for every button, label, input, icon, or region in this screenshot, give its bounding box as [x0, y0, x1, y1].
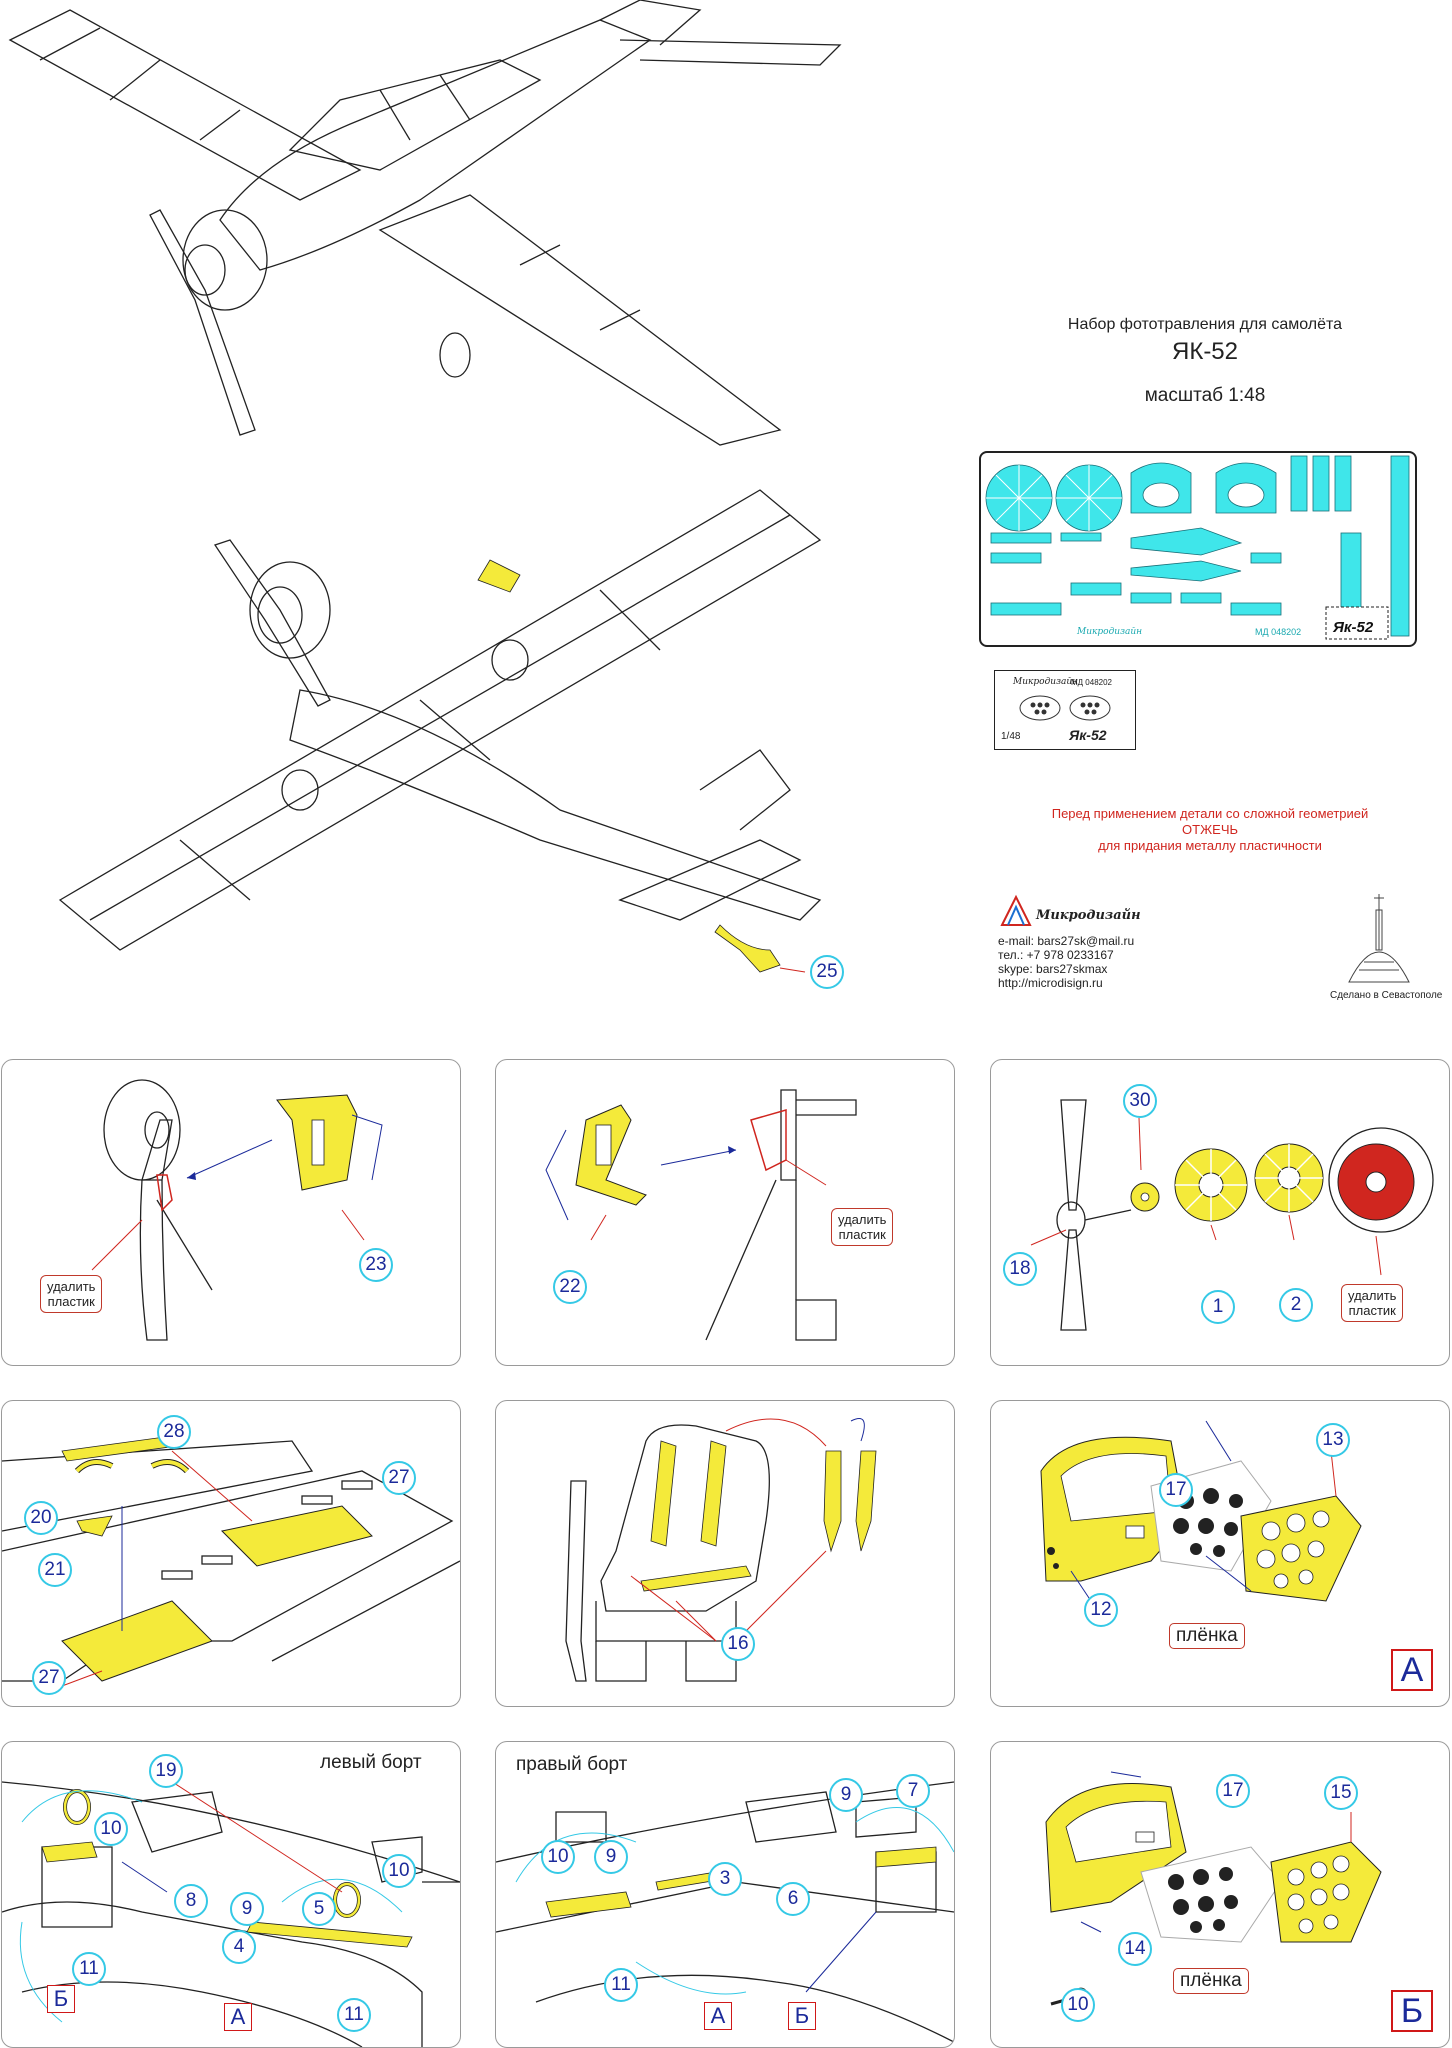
- kit-subtitle: Набор фототравления для самолёта: [1067, 316, 1343, 333]
- callout-11: 11: [604, 1968, 638, 2002]
- engine-disc-1: [1174, 1148, 1248, 1222]
- callout-18: 18: [1003, 1252, 1037, 1286]
- callout-27: 27: [382, 1461, 416, 1495]
- callout-30: 30: [1123, 1084, 1157, 1118]
- film-brand: Микродизайн: [1013, 677, 1079, 687]
- warning-line-2: ОТЖЕЧЬ: [1181, 822, 1239, 837]
- engine-disc-2: [1254, 1143, 1324, 1213]
- film-name: Як-52: [1069, 727, 1107, 743]
- step-panel-instrument-a: 13 17 12 плёнка А: [990, 1400, 1450, 1707]
- microdesign-logo: [1000, 894, 1032, 926]
- letter-marker-a: А: [704, 2002, 732, 2030]
- left-side-label: левый борт: [320, 1752, 422, 1773]
- aircraft-top-view: [8, 0, 842, 446]
- remove-line-1: удалить: [1348, 1288, 1397, 1303]
- fret-brand: Микродизайн: [1077, 627, 1143, 637]
- callout-8: 8: [174, 1884, 208, 1918]
- callout-20: 20: [24, 1501, 58, 1535]
- film-code: МД 048202: [1071, 678, 1112, 687]
- callout-7: 7: [896, 1774, 930, 1808]
- callout-17: 17: [1159, 1473, 1193, 1507]
- instrument-film: Микродизайн МД 048202 1/48 Як-52: [994, 670, 1136, 750]
- callout-16: 16: [721, 1627, 755, 1661]
- callout-11b: 11: [337, 1998, 371, 2032]
- photo-etch-fret: Микродизайн МД 048202 Як-52: [979, 451, 1417, 647]
- contact-skype: skype: bars27skmax: [998, 962, 1108, 976]
- step-panel-engine: 30 18 1 2 удалить пластик: [990, 1059, 1450, 1366]
- remove-line-2: пластик: [838, 1227, 886, 1242]
- warning-line-1: Перед применением детали со сложной геом…: [1051, 806, 1369, 821]
- callout-27b: 27: [32, 1661, 66, 1695]
- remove-line-2: пластик: [47, 1294, 95, 1309]
- letter-frame-b: Б: [1391, 1990, 1433, 2032]
- remove-plastic-note: удалить пластик: [1341, 1284, 1404, 1322]
- annealing-warning: Перед применением детали со сложной геом…: [1010, 806, 1410, 854]
- callout-3: 3: [708, 1862, 742, 1896]
- callout-22: 22: [553, 1270, 587, 1304]
- kit-scale: масштаб 1:48: [1144, 385, 1266, 406]
- callout-4: 4: [222, 1930, 256, 1964]
- film-label: плёнка: [1173, 1968, 1249, 1994]
- callout-13: 13: [1316, 1423, 1350, 1457]
- step-panel-wing-bays: 28 27 20 21 27: [1, 1400, 461, 1707]
- letter-marker-b: Б: [788, 2002, 816, 2030]
- contact-phone: тел.: +7 978 0233167: [998, 948, 1114, 962]
- callout-17: 17: [1216, 1774, 1250, 1808]
- aircraft-name: ЯК-52: [1172, 338, 1238, 365]
- callout-25: 25: [810, 955, 844, 989]
- step-panel-instrument-b: 17 15 14 10 плёнка Б: [990, 1741, 1450, 2048]
- callout-23: 23: [359, 1248, 393, 1282]
- callout-10: 10: [1061, 1988, 1095, 2022]
- callout-9: 9: [230, 1892, 264, 1926]
- callout-9b: 9: [594, 1840, 628, 1874]
- step-panel-landing-gear-left: 23 удалить пластик: [1, 1059, 461, 1366]
- contact-web: http://microdisign.ru: [998, 976, 1103, 990]
- contacts-brand: Микродизайн: [1036, 908, 1141, 923]
- film-label: плёнка: [1169, 1623, 1245, 1649]
- film-scale: 1/48: [1001, 731, 1021, 742]
- callout-10b: 10: [382, 1854, 416, 1888]
- remove-plastic-note: удалить пластик: [40, 1275, 103, 1313]
- letter-marker-b: Б: [47, 1985, 75, 2013]
- callout-2: 2: [1279, 1288, 1313, 1322]
- callout-5: 5: [302, 1892, 336, 1926]
- step-panel-strut: 22 удалить пластик: [495, 1059, 955, 1366]
- callout-12: 12: [1084, 1593, 1118, 1627]
- callout-6: 6: [776, 1882, 810, 1916]
- callout-11: 11: [72, 1952, 106, 1986]
- letter-frame-a: А: [1391, 1649, 1433, 1691]
- remove-plastic-note: удалить пластик: [831, 1208, 894, 1246]
- callout-21: 21: [38, 1553, 72, 1587]
- remove-line-1: удалить: [838, 1212, 887, 1227]
- callout-15: 15: [1324, 1776, 1358, 1810]
- remove-line-1: удалить: [47, 1279, 96, 1294]
- callout-1: 1: [1201, 1290, 1235, 1324]
- remove-line-2: пластик: [1348, 1303, 1396, 1318]
- fret-name: Як-52: [1333, 619, 1374, 636]
- contacts-block: e-mail: bars27sk@mail.ru тел.: +7 978 02…: [998, 934, 1134, 990]
- callout-19: 19: [149, 1754, 183, 1788]
- fret-code: МД 048202: [1255, 627, 1302, 637]
- callout-10: 10: [541, 1840, 575, 1874]
- step-panel-seat: 16: [495, 1400, 955, 1707]
- made-in-city: Сделано в Севастополе: [1330, 990, 1443, 1001]
- sevastopol-monument-icon: [1348, 894, 1410, 983]
- letter-marker-a: А: [224, 2003, 252, 2031]
- warning-line-3: для придания металлу пластичности: [1098, 838, 1322, 853]
- callout-10: 10: [94, 1812, 128, 1846]
- step-panel-left-side: левый борт 19 10 8 9 5 10 4 11 11 Б А: [1, 1741, 461, 2048]
- aircraft-bottom-view: [58, 489, 822, 973]
- right-side-label: правый борт: [516, 1754, 628, 1775]
- callout-9: 9: [829, 1778, 863, 1812]
- callout-14: 14: [1118, 1932, 1152, 1966]
- contact-email: e-mail: bars27sk@mail.ru: [998, 934, 1135, 948]
- callout-28: 28: [157, 1415, 191, 1449]
- step-panel-right-side: правый борт 9 7 10 9 3 6 11 А Б: [495, 1741, 955, 2048]
